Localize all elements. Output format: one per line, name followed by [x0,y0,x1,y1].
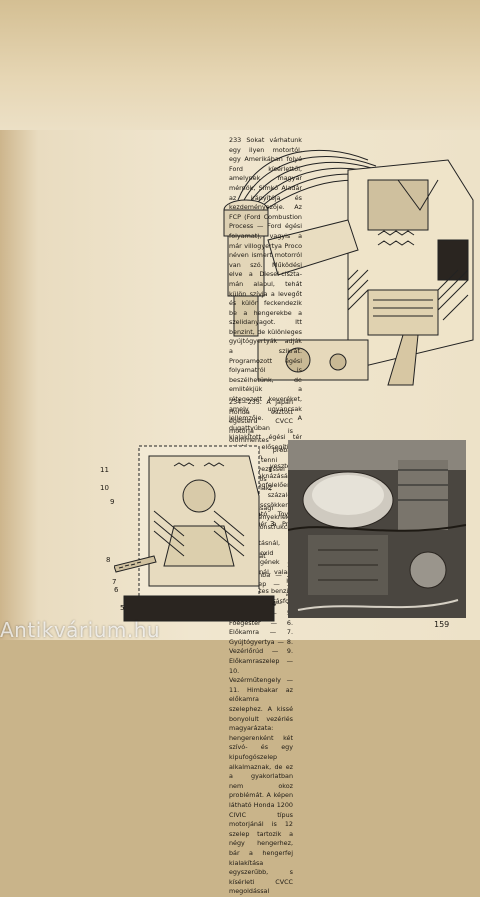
fig-label-5: 5 [120,604,125,612]
fig-label-11: 11 [100,466,109,474]
fig-label-1: 1 [268,466,273,474]
fig-label-8: 8 [106,556,111,564]
fig-label-10: 10 [100,484,109,492]
page-number: 159 [434,620,450,629]
engine-photo-picture [288,440,466,618]
honda-engine-photo [288,440,466,618]
cvcc-head-diagram [114,436,284,626]
fig-label-6: 6 [114,586,119,594]
fig-label-3: 3 [270,520,275,528]
fig-label-9: 9 [110,498,115,506]
page-top-shadow [0,0,480,130]
cvcc-head-drawing [114,445,275,622]
fig-label-4: 4 [272,600,277,608]
fig-label-7: 7 [112,578,117,586]
engine-cutaway-illustration [198,140,480,396]
engine-cutaway-drawing [223,149,474,386]
watermark-text: Antikvárium.hu [0,618,161,642]
fig-label-2: 2 [268,484,273,492]
